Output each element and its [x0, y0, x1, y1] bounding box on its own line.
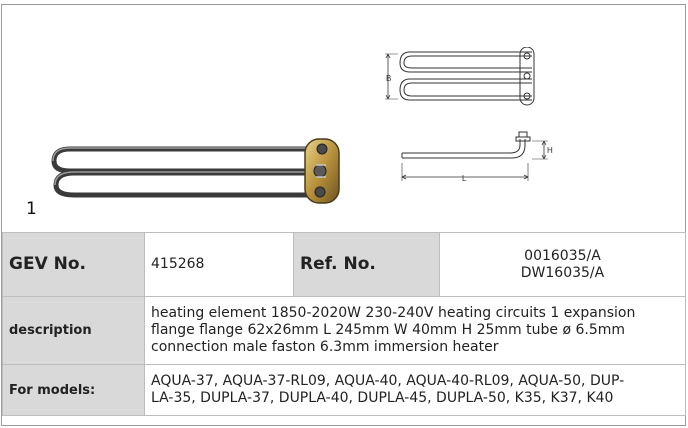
top-view-diagram: B: [385, 47, 535, 106]
dim-b-label: B: [386, 74, 391, 83]
side-view-diagram: L H: [401, 131, 553, 183]
models-label: For models:: [2, 364, 145, 416]
description-text: heating element 1850-2020W 230-240V heat…: [144, 296, 686, 365]
heating-element-photo: [51, 138, 340, 204]
models-text: AQUA-37, AQUA-37-RL09, AQUA-40, AQUA-40-…: [144, 364, 686, 416]
product-sheet: 1 B: [1, 4, 686, 426]
models-line-2: LA-35, DUPLA-37, DUPLA-40, DUPLA-45, DUP…: [151, 390, 614, 406]
gev-row: GEV No. 415268 Ref. No. 0016035/A DW1603…: [2, 232, 686, 297]
ref-value-1: 0016035/A: [524, 247, 601, 264]
dim-h-label: H: [547, 146, 553, 155]
models-line-1: AQUA-37, AQUA-37-RL09, AQUA-40, AQUA-40-…: [151, 373, 625, 389]
gev-value: 415268: [144, 232, 294, 297]
ref-value-2: DW16035/A: [520, 264, 605, 281]
gev-label: GEV No.: [2, 232, 145, 297]
image-area: 1 B: [2, 5, 685, 232]
description-row: description heating element 1850-2020W 2…: [2, 296, 686, 365]
ref-values: 0016035/A DW16035/A: [439, 232, 686, 297]
models-row: For models: AQUA-37, AQUA-37-RL09, AQUA-…: [2, 364, 686, 416]
description-line-1: heating element 1850-2020W 230-240V heat…: [151, 305, 636, 321]
item-number: 1: [26, 199, 37, 219]
dim-l-label: L: [462, 174, 467, 183]
description-line-2: flange flange 62x26mm L 245mm W 40mm H 2…: [151, 322, 625, 338]
spec-table: GEV No. 415268 Ref. No. 0016035/A DW1603…: [2, 232, 686, 416]
description-line-3: connection male faston 6.3mm immersion h…: [151, 339, 499, 355]
ref-label: Ref. No.: [293, 232, 440, 297]
description-label: description: [2, 296, 145, 365]
